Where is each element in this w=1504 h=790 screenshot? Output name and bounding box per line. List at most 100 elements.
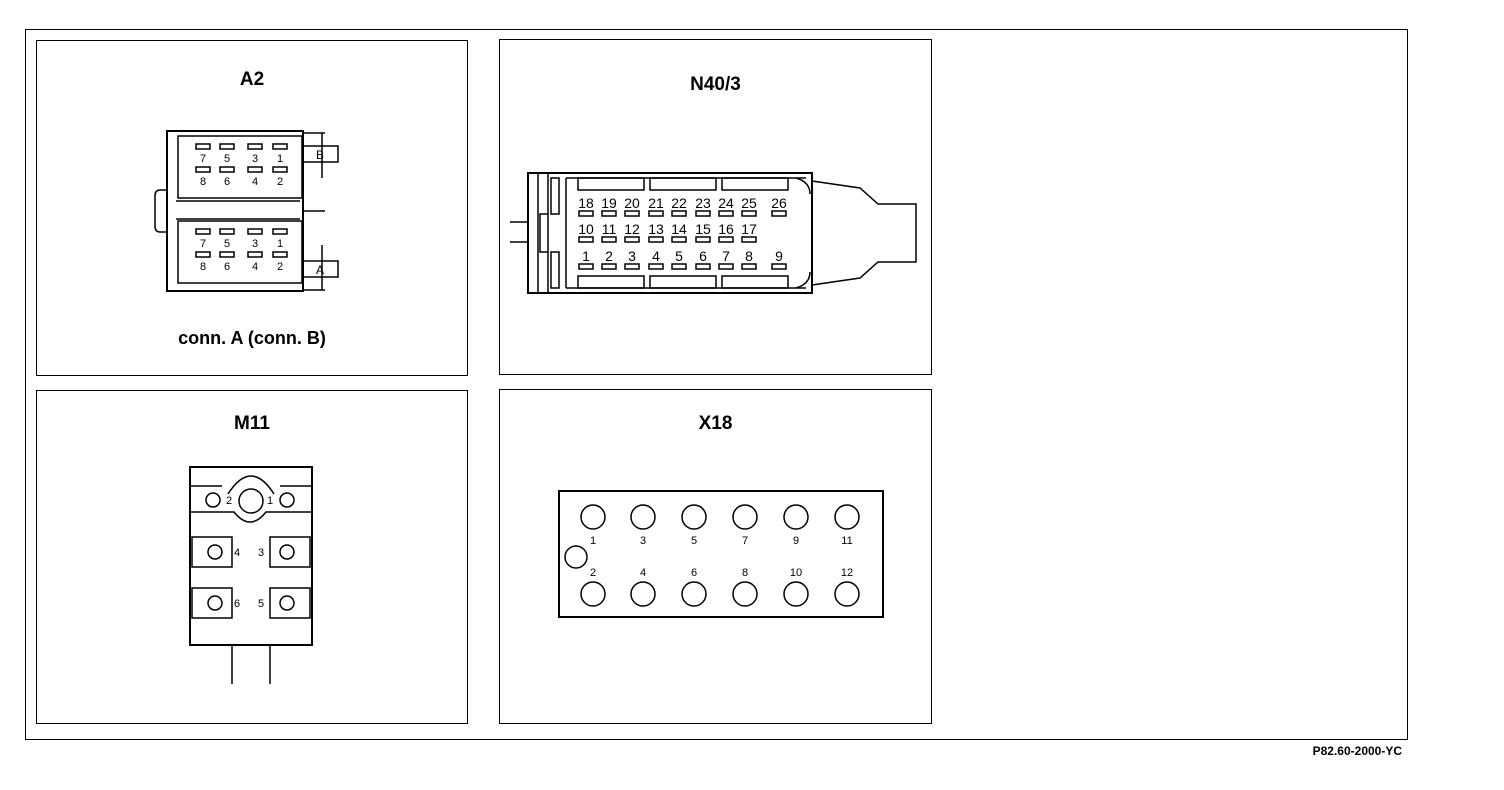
n40-3-pin-label: 10 [578, 221, 594, 237]
diagram-frame [25, 29, 1408, 740]
figure-code: P82.60-2000-YC [1312, 744, 1402, 758]
m11-pin-1 [279, 492, 295, 508]
a2-pin [272, 166, 288, 173]
x18-key [564, 545, 588, 569]
a2-pin-label: 8 [200, 261, 206, 273]
a2-pin-label: 8 [200, 176, 206, 188]
x18-pin [681, 581, 707, 607]
n40-3-pin [624, 210, 640, 217]
x18-pin [732, 504, 758, 530]
a2-pin [195, 166, 211, 173]
n40-3-pin [695, 210, 711, 217]
a2-pin [195, 251, 211, 258]
m11-pin-5 [279, 595, 295, 611]
n40-3-pin-label: 18 [578, 195, 594, 211]
a2-pin [272, 251, 288, 258]
panel-n40-3-title: N40/3 [690, 74, 741, 95]
x18-pin-label: 4 [640, 567, 646, 579]
m11-pin-label-4: 4 [234, 547, 240, 559]
x18-pin-label: 3 [640, 535, 646, 547]
a2-pin-label: 3 [252, 153, 258, 165]
n40-3-pin-label: 24 [718, 195, 734, 211]
n40-3-pin [771, 263, 787, 270]
a2-pin-label: 1 [277, 238, 283, 250]
a2-pin-label: 1 [277, 153, 283, 165]
n40-3-pin [601, 263, 617, 270]
n40-3-pin-label: 17 [741, 221, 757, 237]
x18-pin [630, 504, 656, 530]
a2-pin-label: 4 [252, 261, 258, 273]
n40-3-pin [718, 263, 734, 270]
n40-3-pin [741, 210, 757, 217]
n40-3-pin [695, 263, 711, 270]
a2-pin [247, 143, 263, 150]
n40-3-pin-label: 23 [695, 195, 711, 211]
n40-3-pin-label: 16 [718, 221, 734, 237]
x18-pin-label: 7 [742, 535, 748, 547]
a2-pin-label: 4 [252, 176, 258, 188]
m11-pin-4 [207, 544, 223, 560]
a2-pin-label: 2 [277, 176, 283, 188]
m11-pin-6 [207, 595, 223, 611]
n40-3-pin [648, 236, 664, 243]
n40-3-pin [578, 210, 594, 217]
n40-3-pin [671, 236, 687, 243]
n40-3-pin-label: 5 [675, 248, 683, 264]
x18-pin-label: 6 [691, 567, 697, 579]
x18-pin-label: 9 [793, 535, 799, 547]
n40-3-pin-label: 14 [671, 221, 687, 237]
n40-3-pin-label: 3 [628, 248, 636, 264]
a2-pin [272, 143, 288, 150]
a2-side-label-a: A [316, 263, 324, 277]
panel-x18: X18 [499, 389, 932, 724]
n40-3-pin [718, 236, 734, 243]
x18-pin-label: 2 [590, 567, 596, 579]
x18-pin [834, 504, 860, 530]
a2-pin [219, 228, 235, 235]
a2-pin [219, 166, 235, 173]
n40-3-pin [578, 236, 594, 243]
m11-connector: 2 1 4 3 6 5 [189, 466, 313, 684]
panel-m11-title: M11 [234, 413, 270, 434]
x18-pin-label: 8 [742, 567, 748, 579]
x18-pin [580, 581, 606, 607]
x18-pin [834, 581, 860, 607]
n40-3-pin [578, 263, 594, 270]
x18-pin-label: 12 [841, 567, 853, 579]
x18-pin [580, 504, 606, 530]
n40-3-pin [648, 263, 664, 270]
x18-pin [783, 581, 809, 607]
n40-3-pin [648, 210, 664, 217]
m11-pin-2 [205, 492, 221, 508]
n40-3-pin [671, 263, 687, 270]
n40-3-pin [771, 210, 787, 217]
n40-3-pin-label: 25 [741, 195, 757, 211]
a2-pin-label: 5 [224, 153, 230, 165]
a2-pin-label: 6 [224, 261, 230, 273]
n40-3-pin-label: 6 [699, 248, 707, 264]
a2-pin [247, 166, 263, 173]
a2-pin [219, 251, 235, 258]
x18-pin [681, 504, 707, 530]
n40-3-pin [624, 263, 640, 270]
n40-3-pin [741, 236, 757, 243]
x18-pin-label: 1 [590, 535, 596, 547]
a2-pin [195, 228, 211, 235]
a2-pin [272, 228, 288, 235]
n40-3-pin [671, 210, 687, 217]
panel-n40-3: N40/3 [499, 39, 932, 375]
a2-pin-label: 2 [277, 261, 283, 273]
m11-pin-label-6: 6 [234, 598, 240, 610]
n40-3-pin-label: 21 [648, 195, 664, 211]
x18-pin-label: 10 [790, 567, 802, 579]
a2-pin [247, 228, 263, 235]
n40-3-pin-label: 26 [771, 195, 787, 211]
x18-pin-label: 5 [691, 535, 697, 547]
m11-pin-label-2: 2 [226, 495, 232, 507]
n40-3-pin-label: 11 [602, 221, 617, 237]
